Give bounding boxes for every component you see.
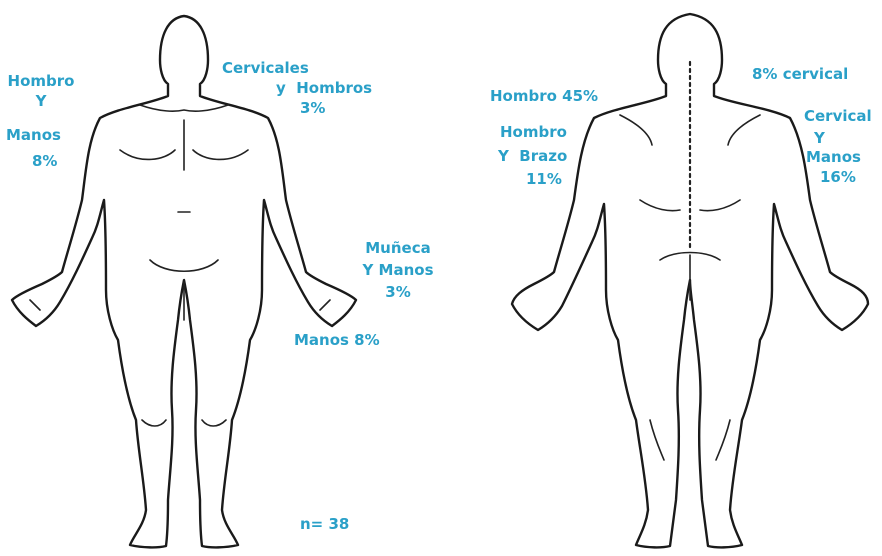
back-hombro-brazo-line-1: Hombro — [498, 124, 582, 141]
front-hombro-manos-line-2: Y — [6, 93, 76, 110]
front-muneca-line-1: Muñeca — [358, 240, 438, 257]
front-cervicales-line-2: y Hombros — [222, 80, 372, 97]
back-hombro-brazo-line-2: Y Brazo — [498, 148, 582, 165]
front-muneca-manos-label: Muñeca Y Manos 3% — [358, 240, 438, 301]
front-muneca-line-2: Y Manos — [358, 262, 438, 279]
front-chest-lines — [120, 105, 248, 320]
front-hombro-manos-line-4: 8% — [6, 153, 76, 170]
front-cervicales-line-1: Cervicales — [222, 60, 372, 77]
back-leg-lines — [650, 420, 730, 460]
back-cervical-manos-line-3: Manos — [804, 149, 880, 166]
back-cervical-manos-line-2: Y — [804, 130, 880, 147]
back-hombro-brazo-line-3: 11% — [498, 171, 582, 188]
front-hombro-manos-label: Hombro Y Manos 8% — [6, 73, 76, 170]
back-hombro-brazo-label: Hombro Y Brazo 11% — [498, 124, 582, 188]
back-cervical-manos-label: Cervical Y Manos 16% — [804, 108, 880, 186]
front-cervicales-line-3: 3% — [222, 100, 372, 117]
back-cervical-label: 8% cervical — [752, 66, 848, 83]
front-muneca-line-3: 3% — [358, 284, 438, 301]
back-hombro-label: Hombro 45% — [490, 88, 598, 105]
front-knee-lines — [30, 300, 330, 426]
sample-size-label: n= 38 — [300, 516, 349, 533]
front-manos-label: Manos 8% — [294, 332, 380, 349]
front-cervicales-hombros-label: Cervicales y Hombros 3% — [222, 60, 372, 117]
front-hombro-manos-line-1: Hombro — [6, 73, 76, 90]
front-hombro-manos-line-3: Manos — [6, 127, 76, 144]
back-cervical-manos-line-4: 16% — [804, 169, 880, 186]
back-cervical-manos-line-1: Cervical — [804, 108, 880, 125]
